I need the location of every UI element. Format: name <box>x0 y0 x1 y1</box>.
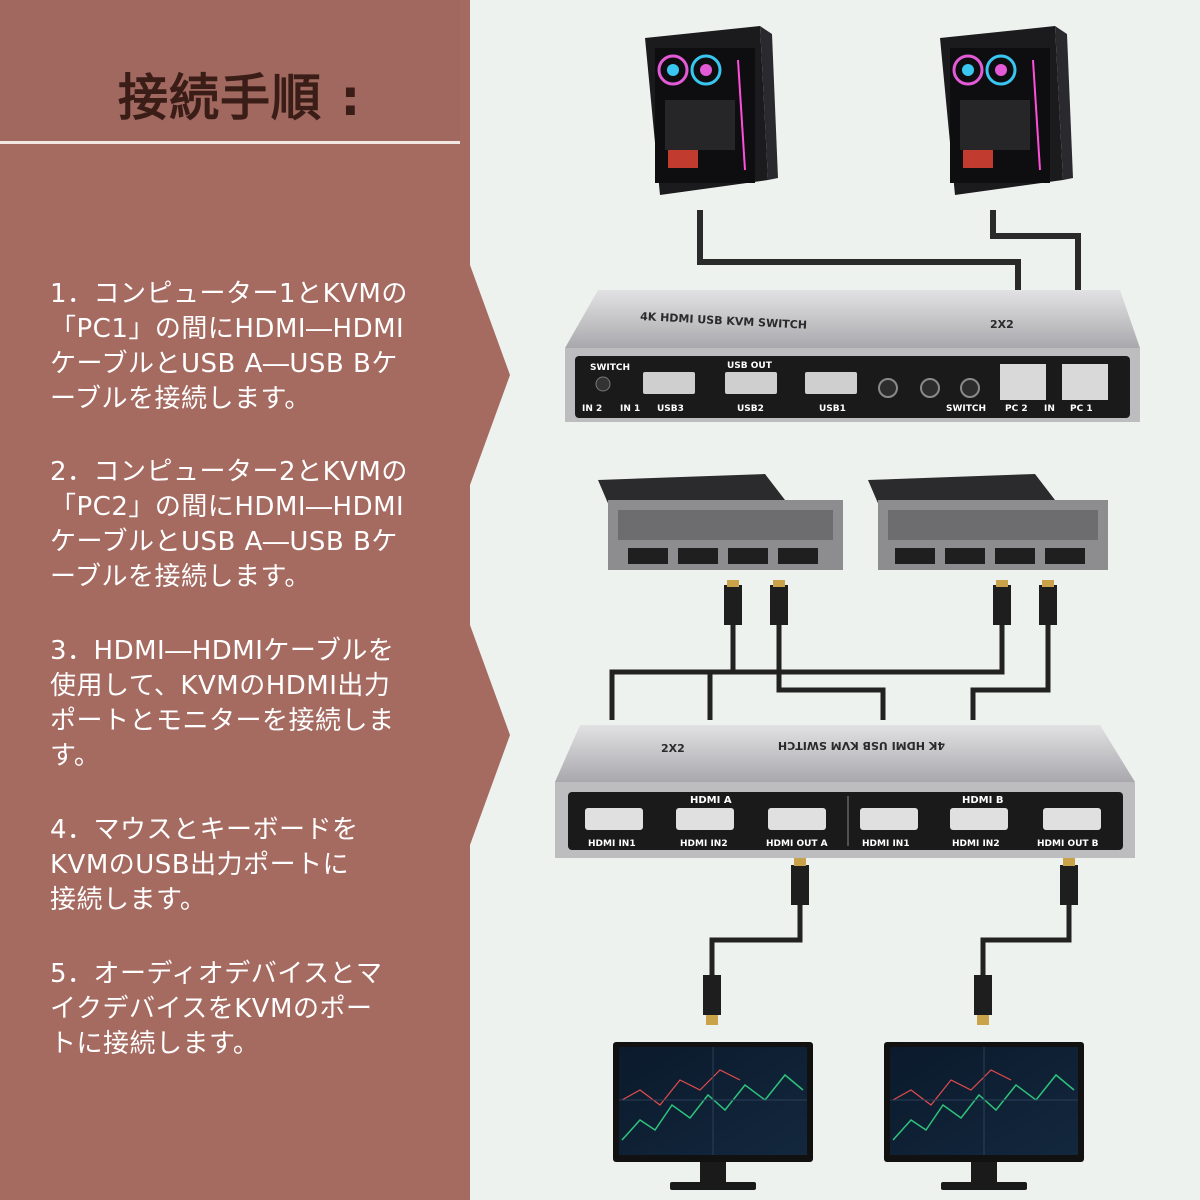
hdmi-switch-top-label: 4K HDMI USB KVM SWITCH <box>778 739 945 752</box>
graphics-card-2 <box>868 474 1108 570</box>
instruction-panel <box>0 0 470 1200</box>
connection-diagram: 4K HDMI USB KVM SWITCH 2X2 SWITCH IN 2 I… <box>555 26 1140 1190</box>
port-label-5: HDMI IN2 <box>952 839 1000 849</box>
switch-button[interactable] <box>595 376 611 392</box>
hdmi-cables-gpu-to-kvm <box>609 625 1051 720</box>
graphics-card-1 <box>598 474 843 570</box>
usb-switch-badge: 2X2 <box>990 318 1014 331</box>
switch-label: SWITCH <box>590 363 630 373</box>
usb-out-label: USB OUT <box>727 361 773 371</box>
usb-cable-pc1 <box>697 210 1021 295</box>
title-band <box>0 0 470 142</box>
usb1-port[interactable] <box>805 372 857 394</box>
port-label-4: HDMI IN1 <box>862 839 910 849</box>
hdmi-a-label: HDMI A <box>690 795 732 806</box>
port-label-3: HDMI OUT A <box>766 839 828 849</box>
pc2-label: PC 2 <box>1005 404 1028 414</box>
port-label-2: HDMI IN2 <box>680 839 728 849</box>
step-2: 2．コンピューター2とKVMの 「PC2」の間にHDMI―HDMI ケーブルとU… <box>50 457 408 592</box>
pc1-label: PC 1 <box>1070 404 1093 414</box>
in-label: IN <box>1044 404 1055 414</box>
speaker-jack[interactable] <box>920 378 940 398</box>
pc-tower-2 <box>940 26 1073 195</box>
hdmi-a-out-port[interactable] <box>768 808 826 830</box>
pc1-usb-b-port[interactable] <box>1062 364 1108 400</box>
hdmi-tips-bottom <box>706 858 1075 1025</box>
monitor-2 <box>884 1042 1084 1190</box>
usb2-label: USB2 <box>737 404 764 414</box>
hdmi-a-in2-port[interactable] <box>676 808 734 830</box>
pc-tower-1 <box>645 26 778 195</box>
hdmi-cables-kvm-to-monitor <box>709 905 1072 975</box>
monitor-1 <box>613 1042 813 1190</box>
panel-arrow-notches <box>460 0 510 1200</box>
pc2-usb-b-port[interactable] <box>1000 364 1046 400</box>
page-title: 接続手順 : <box>118 69 362 127</box>
mic-jack[interactable] <box>878 378 898 398</box>
hdmi-b-out-port[interactable] <box>1043 808 1101 830</box>
port-label-1: HDMI IN1 <box>588 839 636 849</box>
switch-port-label: SWITCH <box>946 404 986 414</box>
hdmi-b-in2-port[interactable] <box>950 808 1008 830</box>
hdmi-switch-badge: 2X2 <box>661 742 685 755</box>
hdmi-plugs-bottom <box>703 865 1078 1015</box>
in2-label: IN 2 <box>582 404 602 414</box>
hdmi-b-in1-port[interactable] <box>860 808 918 830</box>
step-4: 4．マウスとキーボードを KVMのUSB出力ポートに 接続します。 <box>50 815 359 915</box>
step-5: 5．オーディオデバイスとマ イクデバイスをKVMのポー トに接続します。 <box>50 959 383 1059</box>
switch-jack[interactable] <box>960 378 980 398</box>
usb1-label: USB1 <box>819 404 846 414</box>
step-1: 1．コンピューター1とKVMの 「PC1」の間にHDMI―HDMI ケーブルとU… <box>50 279 408 414</box>
hdmi-b-label: HDMI B <box>962 795 1003 806</box>
step-3: 3．HDMI―HDMIケーブルを 使用して、KVMのHDMI出力 ポートとモニタ… <box>50 636 395 771</box>
usb3-label: USB3 <box>657 404 684 414</box>
in1-label: IN 1 <box>620 404 640 414</box>
kvm-switch-hdmi-side: 4K HDMI USB KVM SWITCH 2X2 HDMI A HDMI B… <box>555 725 1135 858</box>
port-label-6: HDMI OUT B <box>1037 839 1099 849</box>
usb2-port[interactable] <box>725 372 777 394</box>
kvm-switch-usb-side: 4K HDMI USB KVM SWITCH 2X2 SWITCH IN 2 I… <box>565 290 1140 422</box>
hdmi-a-in1-port[interactable] <box>585 808 643 830</box>
usb-cable-pc2 <box>990 210 1081 295</box>
title-divider <box>0 141 468 144</box>
usb3-port[interactable] <box>643 372 695 394</box>
